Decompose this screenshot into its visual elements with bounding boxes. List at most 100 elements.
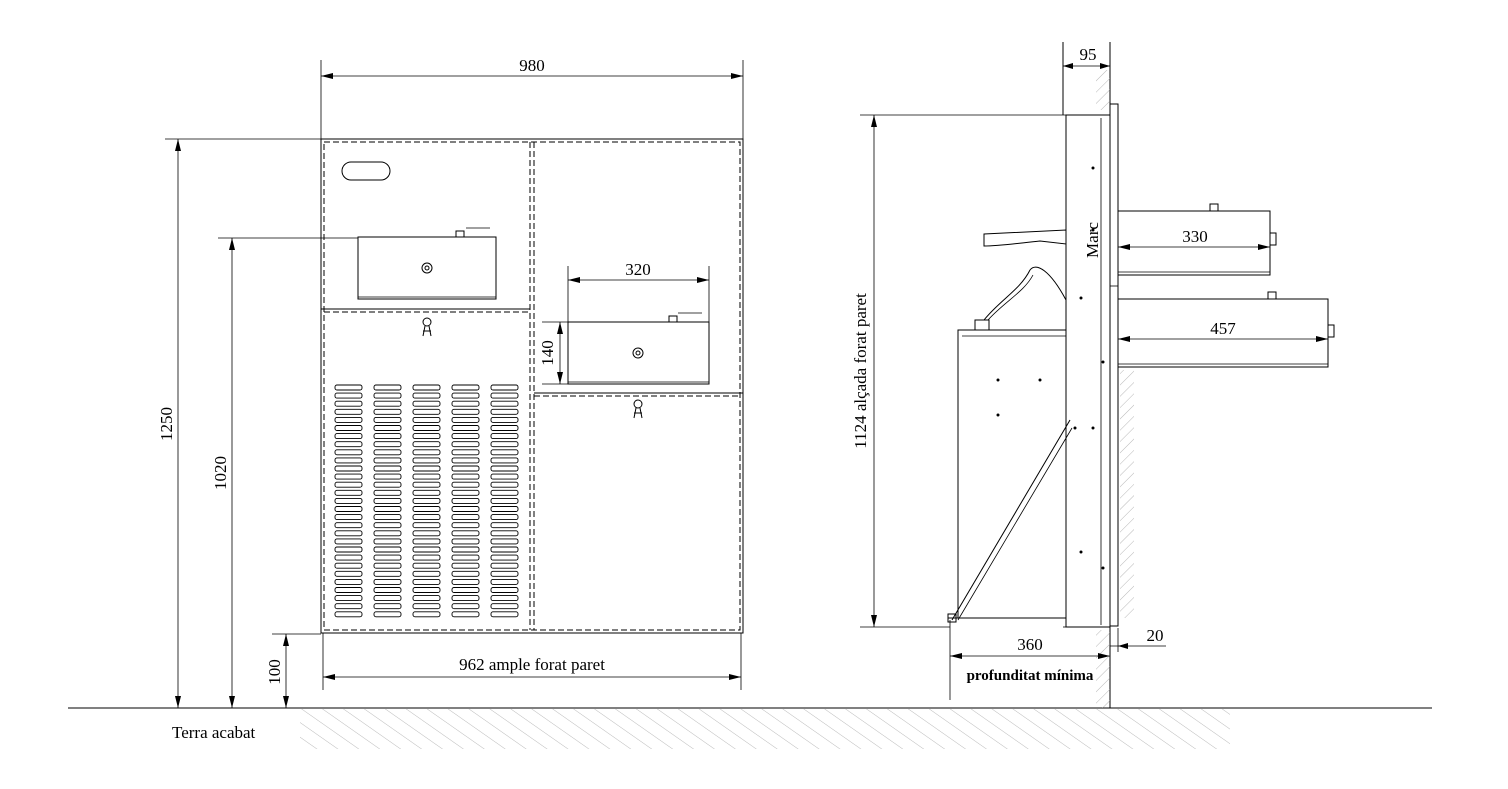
grille-slot xyxy=(451,603,480,610)
grille-slot xyxy=(490,611,519,618)
grille-slot xyxy=(334,538,363,545)
grille-slot xyxy=(490,562,519,569)
grille-slot xyxy=(490,506,519,512)
grille-slot xyxy=(334,611,363,618)
grille-slot xyxy=(490,408,519,415)
grille-slot xyxy=(412,392,441,399)
grille-slot xyxy=(373,489,402,496)
grille-slot xyxy=(490,489,519,496)
grille-slot xyxy=(373,497,402,504)
rivet-dot xyxy=(1079,550,1083,554)
grille-slot xyxy=(412,578,441,585)
grille-slot xyxy=(412,506,441,512)
grille-slot xyxy=(373,392,402,399)
rivet-dot xyxy=(1101,360,1105,364)
grille-slot xyxy=(334,400,363,407)
grille-slot xyxy=(334,465,363,472)
dimension-1124: 1124 alçada forat paret xyxy=(851,114,1066,628)
grille-slot xyxy=(334,554,363,561)
grille-slot xyxy=(490,530,519,537)
grille-slot xyxy=(373,603,402,610)
dimension-457: 457 xyxy=(1118,319,1328,342)
grille-slot xyxy=(412,497,441,504)
grille-slot xyxy=(412,611,441,618)
grille-slot xyxy=(451,433,480,440)
grille-slot xyxy=(373,514,402,521)
grille-slot xyxy=(373,562,402,569)
rivet-dot xyxy=(1073,426,1077,430)
grille-slot xyxy=(334,384,363,391)
grille-slot xyxy=(451,489,480,496)
grille-slot xyxy=(412,449,441,456)
grille-slot xyxy=(412,514,441,521)
grille-slot xyxy=(412,384,441,391)
dimension-330: 330 xyxy=(1118,227,1270,250)
dimension-360: 360 profunditat mínima xyxy=(949,620,1110,700)
grille-slot xyxy=(490,603,519,610)
lock-icon xyxy=(422,317,432,337)
lower-basin xyxy=(567,312,710,385)
grille-slot xyxy=(451,595,480,602)
rivet-dot xyxy=(1091,228,1095,232)
grille-slot xyxy=(334,578,363,585)
grille-slot xyxy=(334,473,363,480)
rivet-dot xyxy=(1079,296,1083,300)
grille-slot xyxy=(451,449,480,456)
grille-slot xyxy=(334,392,363,399)
grille-slot xyxy=(451,530,480,537)
grille-slot xyxy=(490,514,519,521)
grille-slot xyxy=(373,384,402,391)
grille-slot xyxy=(412,425,441,431)
grille-slot xyxy=(451,465,480,472)
grille-slot xyxy=(451,570,480,577)
dimension-1250: 1250 xyxy=(157,138,321,708)
floor xyxy=(68,707,1432,749)
svg-text:95: 95 xyxy=(1080,45,1097,64)
grille-slot xyxy=(451,587,480,593)
grille-slot xyxy=(451,522,480,529)
grille-slot xyxy=(451,425,480,431)
grille-slot xyxy=(490,554,519,561)
grille-slot xyxy=(490,416,519,423)
grille-slot xyxy=(373,433,402,440)
grille-slot xyxy=(412,530,441,537)
svg-text:1020: 1020 xyxy=(211,456,230,490)
grille-slot xyxy=(373,441,402,448)
grille-slot xyxy=(334,425,363,431)
rivet-dot xyxy=(1091,166,1095,170)
grille-slot xyxy=(412,538,441,545)
grille-slot xyxy=(373,449,402,456)
dimension-962: 962 ample forat paret xyxy=(322,633,742,690)
grille-slot xyxy=(490,465,519,472)
svg-text:457: 457 xyxy=(1210,319,1236,338)
grille-slot xyxy=(412,595,441,602)
grille-slot xyxy=(373,425,402,431)
grille-slot xyxy=(490,578,519,585)
logo-plate xyxy=(341,161,391,181)
rivet-dot xyxy=(1091,426,1095,430)
grille-slot xyxy=(490,425,519,431)
dimension-140: 140 xyxy=(538,321,568,385)
lock-icon xyxy=(633,399,643,419)
grille-slot xyxy=(451,497,480,504)
grille-slot xyxy=(490,570,519,577)
grille-slot xyxy=(412,465,441,472)
grille-slot xyxy=(334,481,363,488)
grille-slot xyxy=(334,489,363,496)
svg-text:100: 100 xyxy=(265,659,284,685)
side-view: Marc 95 1124 alçada forat paret 330 xyxy=(851,42,1335,708)
grille-slot xyxy=(373,611,402,618)
grille-slot xyxy=(412,570,441,577)
cooler-unit xyxy=(947,266,1073,623)
grille-slot xyxy=(412,441,441,448)
grille-slot xyxy=(490,457,519,464)
grille-slot xyxy=(334,530,363,537)
grille-slot xyxy=(412,587,441,593)
grille-slot xyxy=(412,562,441,569)
grille-slot xyxy=(412,433,441,440)
svg-text:1250: 1250 xyxy=(157,407,176,441)
grille-slot xyxy=(373,506,402,512)
grille-slot xyxy=(490,384,519,391)
dimension-320: 320 xyxy=(567,260,710,322)
